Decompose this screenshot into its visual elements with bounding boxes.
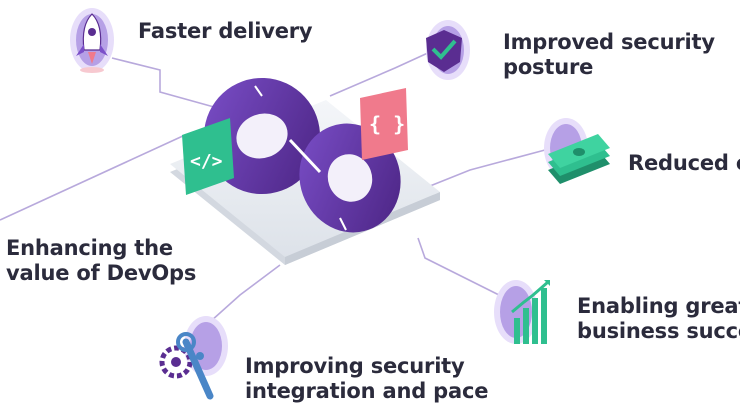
label-faster-delivery: Faster delivery [138,19,313,43]
html-tag-card: </> [182,118,234,195]
html-tag-text: </> [190,151,223,172]
label-reduced-cost: Reduced c [628,151,740,175]
label-enhancing-devops: Enhancing the value of DevOps [6,236,197,285]
label-enabling-business-success: Enabling great business succe [577,294,740,343]
rocket-icon [70,8,114,73]
shield-check-icon [426,20,470,80]
connector-faster-delivery [111,57,233,113]
connector-reduced-cost [419,149,546,191]
connector-security-posture [329,51,431,97]
braces-text: { } [369,112,405,136]
braces-card: { } [360,88,408,160]
label-improved-security-posture: Improved security posture [503,30,715,79]
connector-business-success [417,237,506,299]
gear-wrench-icon [159,316,228,400]
label-improving-security-integration: Improving security integration and pace [245,354,489,403]
money-stack-icon [544,118,610,184]
growth-chart-icon [494,280,550,344]
connector-enhancing-devops [0,134,186,221]
